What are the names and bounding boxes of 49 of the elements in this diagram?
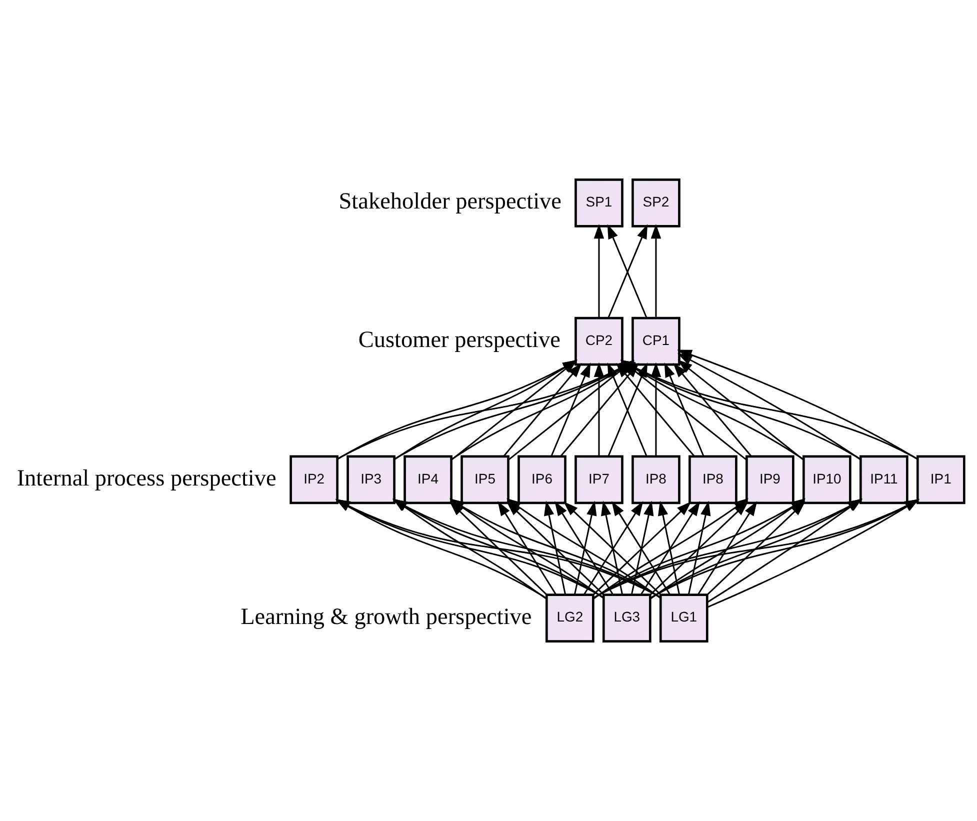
arrow (498, 501, 557, 596)
arrow (600, 500, 624, 595)
arrow (650, 362, 662, 456)
node-box: LG2 (545, 594, 594, 643)
label: Customer perspective (358, 327, 560, 354)
node-box: IP6 (518, 455, 566, 504)
node-box: IP2 (290, 455, 338, 504)
arrow (650, 501, 748, 596)
arrow (678, 360, 804, 460)
node-box: IP8 (688, 455, 738, 504)
node-box: IP8 (632, 455, 680, 504)
node-box: IP5 (460, 455, 510, 504)
node-box: CP1 (632, 316, 680, 366)
node-box: IP11 (859, 455, 908, 504)
node-box: IP10 (802, 455, 852, 504)
arrow (503, 362, 582, 457)
arrow (594, 224, 604, 318)
arrow (697, 501, 758, 596)
label: Learning & growth perspective (240, 604, 532, 630)
label: Internal process perspective (16, 466, 276, 492)
arrow (664, 362, 704, 457)
node-box: CP2 (574, 316, 624, 366)
arrow (673, 362, 752, 457)
node-box: IP7 (574, 455, 624, 504)
arrow (506, 501, 604, 596)
arrow (650, 224, 662, 318)
node-box: SP1 (574, 178, 624, 228)
node-box: IP1 (916, 455, 966, 504)
node-box: LG1 (659, 594, 708, 643)
label: Stakeholder perspective (338, 188, 562, 215)
node-box: SP2 (632, 178, 680, 228)
arrow (574, 500, 597, 595)
arrow (583, 501, 644, 596)
arrow (563, 501, 662, 596)
arrow (592, 501, 692, 596)
node-box: IP4 (404, 455, 452, 504)
arrow (640, 501, 700, 596)
arrow (594, 362, 604, 456)
node-box: LG3 (602, 594, 652, 643)
arrow (612, 501, 671, 596)
arrow (630, 500, 654, 595)
arrow (554, 501, 614, 596)
arrow (677, 353, 861, 460)
node-box: IP9 (746, 455, 794, 504)
node-box: IP3 (346, 455, 396, 504)
arrow (688, 500, 711, 595)
arrow (550, 362, 591, 457)
arrow (544, 500, 566, 595)
arrow (658, 500, 680, 595)
